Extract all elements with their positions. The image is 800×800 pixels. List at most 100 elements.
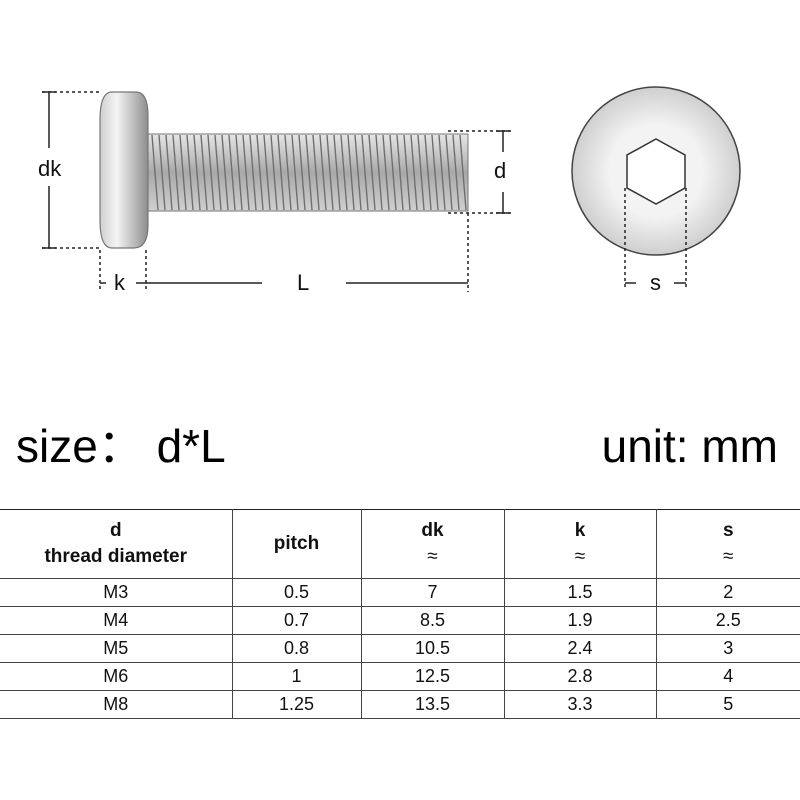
cell-s: 2.5 [655,606,800,635]
unit-caption: unit: mm [601,420,778,472]
thread-line [249,134,257,211]
thread-line [305,134,313,211]
thread-line [242,134,250,211]
thread-line [214,134,222,211]
thread-line [312,134,320,211]
thread-line [172,134,180,211]
k-label: k [114,270,126,295]
thread-line [410,134,418,211]
thread-line [382,134,390,211]
thread-line [179,134,187,211]
thread-line [235,134,243,211]
thread-line [207,134,215,211]
cell-pitch: 0.5 [231,578,362,607]
thread-line [347,134,355,211]
thread-line [424,134,432,211]
header-approx: ≈ [574,546,586,567]
d-dimension [448,130,512,214]
cell-s: 5 [655,690,800,719]
thread-line [291,134,299,211]
table-row: M6 1 12.5 2.8 4 [0,662,800,691]
thread-line [263,134,271,211]
cell-d: M4 [0,606,233,635]
cell-pitch: 1.25 [231,690,362,719]
thread-line [459,134,467,211]
L-label: L [297,270,309,295]
header-label: pitch [273,533,320,554]
thread-line [284,134,292,211]
thread-line [200,134,208,211]
cell-d: M3 [0,578,233,607]
thread-line [438,134,446,211]
table-row: M5 0.8 10.5 2.4 3 [0,634,800,663]
header-s: s ≈ [655,509,800,579]
header-k: k ≈ [503,509,657,579]
cell-d: M5 [0,634,233,663]
thread-line [333,134,341,211]
screw-side-view-icon [99,91,469,249]
thread-line [403,134,411,211]
header-label: d [109,520,122,541]
screw-threads [151,134,467,211]
header-pitch: pitch [231,509,362,579]
cell-k: 1.9 [503,606,657,635]
thread-line [186,134,194,211]
table-header-row: d thread diameter pitch dk ≈ k ≈ s ≈ [0,509,800,579]
cell-dk: 7 [360,578,505,607]
thread-line [368,134,376,211]
thread-line [193,134,201,211]
thread-line [396,134,404,211]
cell-s: 2 [655,578,800,607]
s-dimension [624,188,687,290]
thread-line [151,134,159,211]
table-row: M3 0.5 7 1.5 2 [0,578,800,607]
cell-dk: 8.5 [360,606,505,635]
thread-line [221,134,229,211]
header-label: s [722,520,734,541]
thread-line [417,134,425,211]
dk-dimension [42,91,100,249]
dk-label: dk [38,156,62,181]
thread-line [340,134,348,211]
header-label: k [574,520,586,541]
screw-head [99,91,149,249]
thread-line [375,134,383,211]
cell-k: 2.4 [503,634,657,663]
k-L-dimension [99,213,469,292]
cell-s: 3 [655,634,800,663]
thread-line [298,134,306,211]
thread-line [354,134,362,211]
header-sublabel: thread diameter [44,546,188,567]
thread-line [158,134,166,211]
s-label: s [650,270,661,295]
thread-line [319,134,327,211]
hex-socket-icon [626,138,686,205]
thread-line [431,134,439,211]
d-label: d [494,158,506,183]
thread-line [277,134,285,211]
thread-line [389,134,397,211]
thread-line [361,134,369,211]
thread-line [256,134,264,211]
thread-line [270,134,278,211]
cell-dk: 12.5 [360,662,505,691]
header-label: dk [421,520,444,541]
header-approx: ≈ [723,546,734,567]
cell-d: M6 [0,662,233,691]
screw-dimension-diagram: dk d k L s [38,86,741,295]
size-caption: size： d*L [16,420,226,472]
thread-line [445,134,453,211]
header-d: d thread diameter [0,509,233,579]
header-dk: dk ≈ [360,509,505,579]
cell-dk: 10.5 [360,634,505,663]
screw-head-top-view-icon [571,86,741,256]
table-row: M4 0.7 8.5 1.9 2.5 [0,606,800,635]
cell-k: 3.3 [503,690,657,719]
cell-k: 2.8 [503,662,657,691]
table-row: M8 1.25 13.5 3.3 5 [0,690,800,719]
thread-line [165,134,173,211]
thread-line [326,134,334,211]
spec-table: d thread diameter pitch dk ≈ k ≈ s ≈ M3 … [0,509,800,719]
cell-pitch: 1 [231,662,362,691]
cell-k: 1.5 [503,578,657,607]
